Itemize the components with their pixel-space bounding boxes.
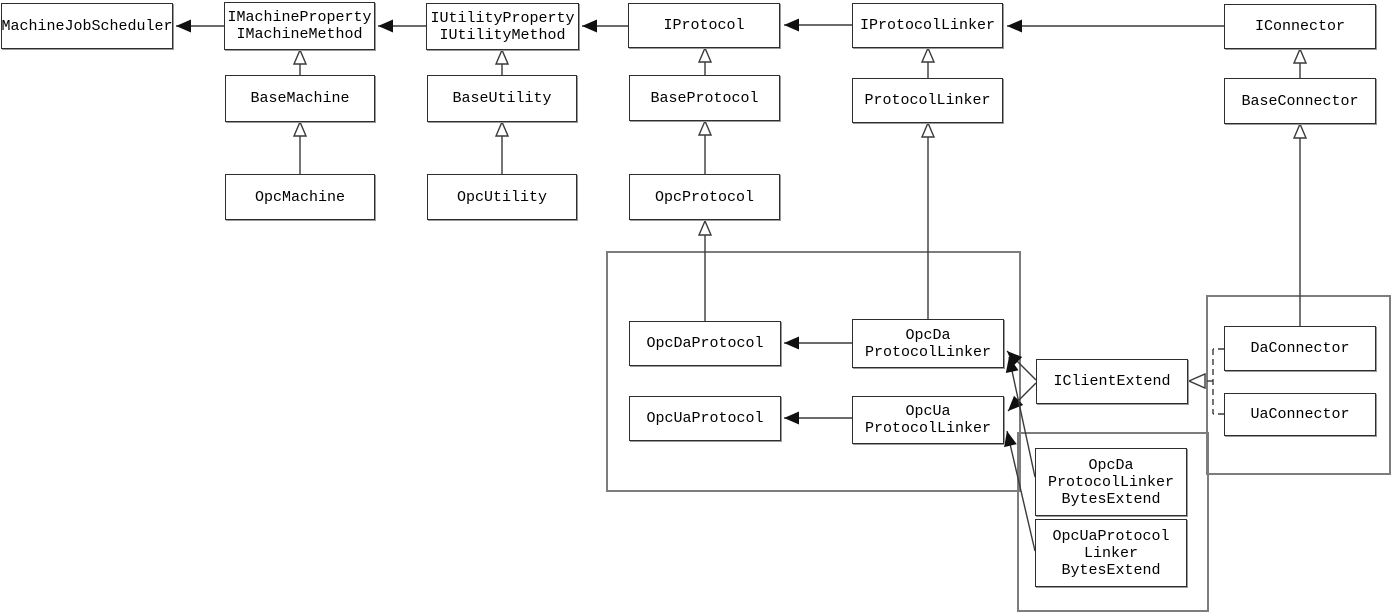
class-label: BaseProtocol: [650, 89, 759, 107]
class-box-baseconnector: BaseConnector: [1224, 78, 1376, 124]
class-box-iprotocollinker: IProtocolLinker: [852, 3, 1003, 48]
class-label: UaConnector: [1250, 406, 1350, 423]
edge-opcuabytesextend-to-opcuaprotocollinker: [1004, 430, 1036, 552]
class-box-opcutility: OpcUtility: [427, 174, 577, 220]
class-label: ProtocolLinker: [864, 343, 992, 361]
class-label: BaseMachine: [250, 90, 350, 107]
class-label: ProtocolLinker: [864, 92, 991, 109]
edge-protocollinker-generalizes-iprotocollinker: [920, 46, 936, 78]
class-box-basemachine: BaseMachine: [225, 75, 375, 122]
class-box-opcdaprotocol: OpcDaProtocol: [629, 321, 781, 366]
class-label: ProtocolLinker: [864, 420, 992, 437]
edge-opcprotocol-generalizes-baseprotocol: [697, 119, 713, 174]
class-label: IMachineProperty: [227, 9, 372, 26]
edge-baseutility-generalizes-iutility: [494, 48, 510, 75]
class-label: BytesExtend: [1061, 561, 1161, 579]
class-label: BaseConnector: [1241, 92, 1359, 110]
class-box-imachine: IMachineProperty IMachineMethod: [224, 2, 375, 50]
edge-basemachine-generalizes-imachine: [292, 48, 308, 75]
edge-connectors-realize-iclientextend: [1205, 348, 1224, 415]
class-box-uaconnector: UaConnector: [1224, 393, 1376, 436]
class-label: Linker: [1083, 544, 1138, 562]
edge-opcdaprotocol-generalizes-opcprotocol: [697, 219, 713, 321]
class-box-opcuaprotocollinkerbytesextend: OpcUaProtocol Linker BytesExtend: [1035, 519, 1187, 587]
class-label: IMachineMethod: [236, 26, 363, 43]
class-box-opcprotocol: OpcProtocol: [629, 174, 780, 220]
edge-opcdabytesextend-to-opcdaprotocollinker: [1005, 356, 1036, 478]
class-box-opcmachine: OpcMachine: [225, 174, 375, 220]
class-label: IUtilityProperty: [430, 9, 575, 27]
class-box-iutility: IUtilityProperty IUtilityMethod: [426, 3, 579, 50]
edge-opcmachine-generalizes-basemachine: [292, 120, 308, 174]
edge-baseprotocol-generalizes-iprotocol: [697, 46, 713, 75]
class-label: IConnector: [1254, 18, 1345, 35]
edge-opcutility-generalizes-baseutility: [494, 120, 510, 174]
edge-daconnector-generalizes-baseconnector: [1292, 122, 1308, 326]
class-box-opcdaprotocollinkerbytesextend: OpcDa ProtocolLinker BytesExtend: [1035, 448, 1187, 516]
class-label: OpcProtocol: [654, 188, 755, 206]
class-box-iconnector: IConnector: [1224, 4, 1376, 49]
class-label: MachineJobScheduler: [1, 17, 173, 35]
class-label: OpcUaProtocol: [1052, 527, 1170, 545]
class-label: BaseUtility: [452, 90, 552, 107]
class-label: DaConnector: [1250, 340, 1350, 357]
edge-baseconnector-generalizes-iconnector: [1292, 47, 1308, 78]
class-box-daconnector: DaConnector: [1224, 326, 1376, 371]
class-label: IProtocol: [663, 17, 745, 34]
class-label: IProtocolLinker: [859, 17, 996, 34]
class-box-baseprotocol: BaseProtocol: [629, 75, 780, 121]
class-box-baseutility: BaseUtility: [427, 75, 577, 122]
class-label: ProtocolLinker: [1047, 473, 1175, 491]
edge-opcdaprotocollinker-generalizes-protocollinker: [920, 121, 936, 319]
class-label: OpcDa: [905, 326, 951, 344]
realization-triangle: [1187, 372, 1206, 390]
class-box-iclientextend: IClientExtend: [1036, 359, 1188, 404]
class-box-iprotocol: IProtocol: [628, 3, 780, 48]
class-label: OpcUtility: [456, 188, 547, 206]
class-box-machinejobscheduler: MachineJobScheduler: [1, 3, 173, 49]
class-box-opcuaprotocollinker: OpcUa ProtocolLinker: [852, 396, 1004, 444]
class-label: OpcUaProtocol: [646, 410, 764, 427]
class-label: OpcMachine: [254, 188, 345, 206]
class-box-opcdaprotocollinker: OpcDa ProtocolLinker: [852, 319, 1004, 368]
class-label: IClientExtend: [1053, 373, 1171, 390]
group-connectors: [1206, 295, 1391, 475]
class-label: OpcUa: [905, 403, 951, 420]
class-box-protocollinker: ProtocolLinker: [852, 78, 1003, 123]
class-label: OpcDa: [1088, 456, 1134, 474]
class-box-opcuaprotocol: OpcUaProtocol: [629, 396, 781, 441]
edge-iclientextend-to-opcdaprotocollinker: [1006, 350, 1037, 381]
group-opc-protocol: [606, 251, 1021, 492]
group-bytes-extend: [1017, 432, 1209, 612]
edge-iclientextend-to-opcuaprotocollinker: [1007, 382, 1037, 412]
class-label: OpcDaProtocol: [646, 335, 764, 352]
class-label: IUtilityMethod: [439, 26, 566, 44]
class-label: BytesExtend: [1061, 490, 1161, 508]
